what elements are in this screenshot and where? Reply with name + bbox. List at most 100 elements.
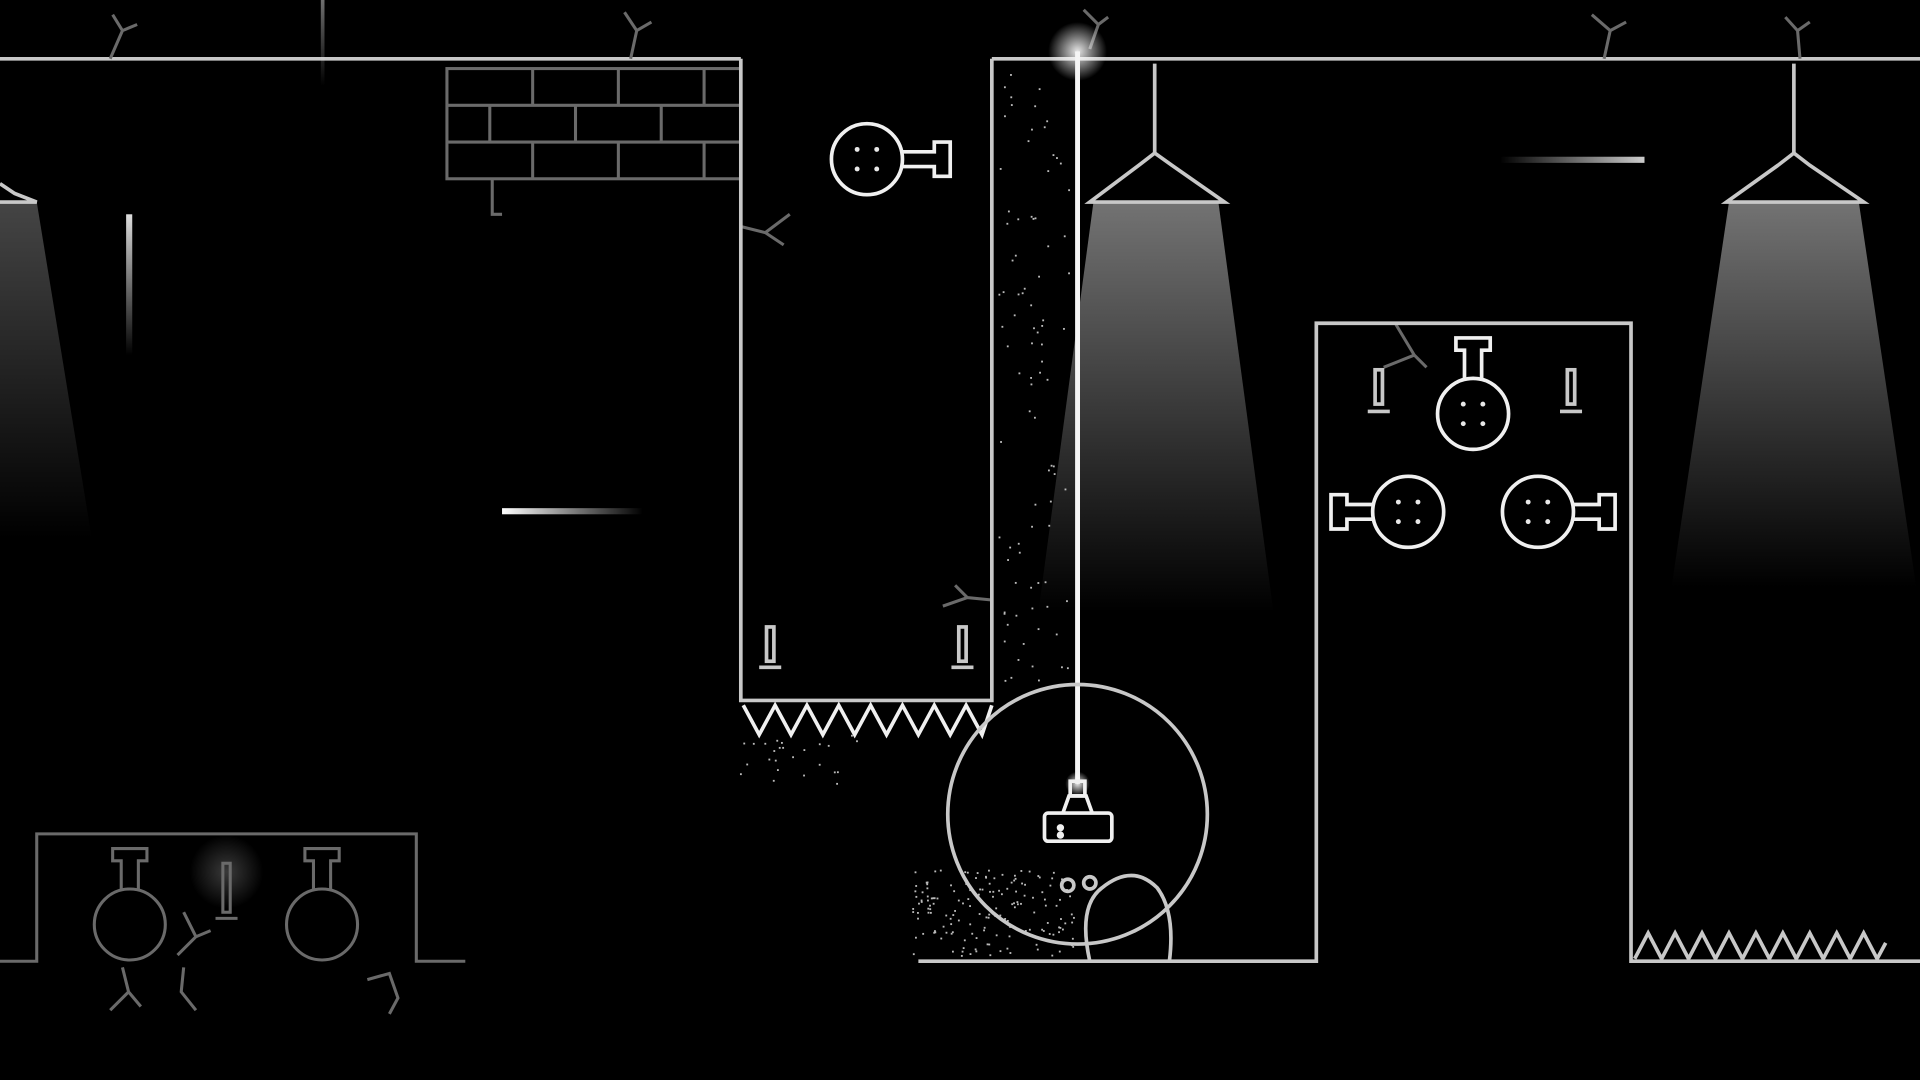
dust-particle — [920, 901, 923, 903]
dust-particle — [833, 771, 836, 774]
dust-particle — [1072, 945, 1075, 948]
dust-particle — [1058, 926, 1061, 929]
dust-particle — [1030, 377, 1032, 379]
dust-particle — [1018, 551, 1021, 554]
dust-particle — [836, 782, 839, 785]
dust-particle — [1018, 372, 1021, 375]
dust-particle — [918, 902, 920, 905]
dust-particle — [945, 931, 948, 934]
dust-particle — [992, 895, 994, 898]
side-flask — [759, 625, 974, 670]
dust-particle — [1041, 891, 1044, 894]
dust-particle — [1064, 922, 1067, 925]
dust-particle — [773, 750, 776, 752]
dust-particle — [951, 931, 954, 934]
creature-eyes — [1059, 874, 1098, 894]
dust-particle — [1043, 898, 1046, 901]
dust-particle — [987, 916, 990, 919]
dust-particle — [1033, 327, 1035, 330]
dust-particle — [1043, 126, 1046, 129]
dust-particle — [856, 740, 858, 743]
player-cannon[interactable] — [1042, 779, 1114, 844]
light-cones — [0, 202, 1917, 613]
dust-particle — [1041, 360, 1043, 363]
dust-particle — [1035, 943, 1038, 946]
upper-room — [738, 58, 994, 740]
dust-particle — [818, 763, 821, 766]
dust-particle — [995, 934, 998, 937]
round-flask-floating[interactable] — [829, 121, 953, 197]
dust-particle — [988, 943, 991, 946]
dust-particle — [1010, 676, 1013, 679]
dust-particle — [1042, 930, 1045, 932]
spikes-up — [1633, 929, 1888, 963]
round-flask-left[interactable] — [1329, 474, 1446, 550]
dust-particle — [1023, 287, 1026, 290]
dust-particle — [792, 756, 794, 759]
brick-wall — [445, 67, 743, 216]
dust-particle — [963, 939, 966, 942]
dust-particle — [985, 916, 988, 919]
dust-particle — [1001, 873, 1004, 876]
dust-particle — [1011, 903, 1014, 906]
dust-particle — [1020, 870, 1023, 872]
dust-particle — [1034, 503, 1037, 506]
dust-particle — [1059, 162, 1062, 165]
dust-particle — [993, 877, 996, 880]
projectile-horizontal — [502, 508, 643, 515]
dust-particle — [1004, 917, 1007, 920]
dust-particle — [743, 742, 746, 745]
dust-particle — [989, 954, 992, 957]
dust-particle — [1053, 473, 1056, 475]
dust-particle — [992, 890, 995, 893]
dust-particle — [1061, 878, 1063, 881]
dust-particle — [1063, 235, 1066, 238]
dust-particle — [1039, 371, 1041, 374]
dust-particle — [1061, 666, 1063, 669]
dust-particle — [1010, 74, 1012, 76]
dust-particle — [915, 895, 918, 898]
dust-particle — [964, 871, 967, 874]
round-flask-hanging[interactable] — [1435, 336, 1511, 452]
dust-particle — [914, 871, 917, 874]
dust-particle — [1041, 928, 1044, 931]
dust-particle — [836, 771, 839, 774]
dust-particle — [1003, 611, 1006, 614]
dust-particle — [1027, 140, 1030, 143]
dust-particle — [1017, 659, 1020, 661]
dust-particle — [781, 741, 783, 744]
dust-particle — [917, 917, 919, 920]
dust-particle — [1052, 871, 1055, 874]
dust-particle — [1003, 612, 1006, 615]
dust-particle — [1063, 327, 1065, 330]
round-flask-right[interactable] — [1500, 474, 1617, 550]
dust-particle — [999, 168, 1002, 170]
projectile-vertical — [126, 214, 133, 356]
dust-particle — [1006, 222, 1009, 225]
dust-particle — [803, 774, 805, 777]
dust-particle — [1056, 157, 1058, 159]
dust-particle — [974, 948, 977, 951]
dust-particle — [969, 905, 971, 907]
dust-particle — [1031, 525, 1033, 528]
lamp-light-left — [0, 202, 92, 539]
dust-particle — [1070, 913, 1073, 916]
spikes-down — [741, 701, 994, 740]
dust-particle — [1069, 895, 1072, 898]
dust-particle — [1028, 928, 1031, 931]
dust-particle — [1036, 948, 1039, 951]
dust-particle — [978, 913, 981, 915]
dust-particle — [739, 773, 742, 776]
dust-particle — [983, 926, 986, 929]
dust-particle — [1006, 887, 1009, 890]
dust-particle — [1046, 605, 1049, 608]
dust-particle — [976, 872, 979, 874]
dust-particle — [1031, 342, 1033, 345]
dust-particle — [1038, 876, 1041, 879]
dust-particle — [1050, 464, 1053, 467]
dust-particle — [933, 897, 936, 900]
hanging-lamp-right — [1720, 63, 1870, 204]
dust-particle — [942, 925, 945, 928]
projectiles — [126, 0, 1645, 515]
